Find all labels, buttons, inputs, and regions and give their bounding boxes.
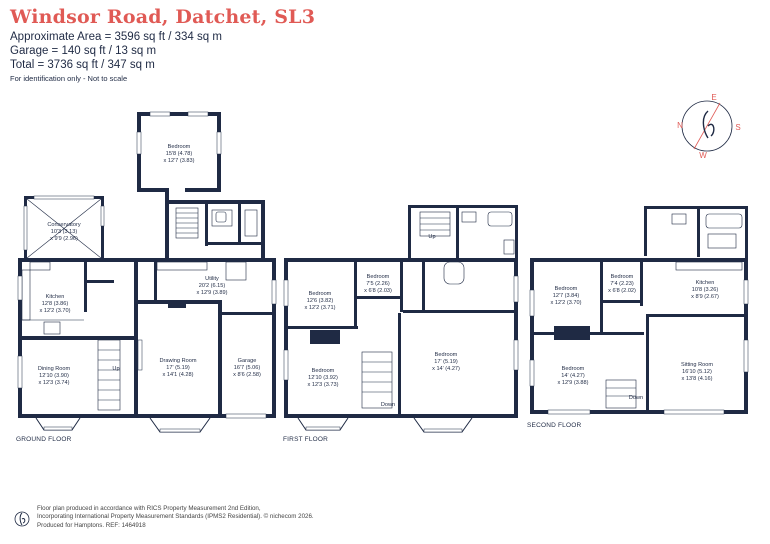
room-dim: 12'8 (3.86) <box>42 301 69 307</box>
footer-line: Produced for Hamptons. REF: 1464918 <box>37 521 146 529</box>
room-name: Drawing Room <box>160 358 197 364</box>
room-name: Bedroom <box>562 366 585 372</box>
stair-label: Up <box>112 366 119 372</box>
room-dim: 10'8 (3.26) <box>692 287 719 293</box>
ground-floor-plan <box>17 111 277 433</box>
room-dim: x 12'3 (3.73) <box>308 382 339 388</box>
room-name: Utility <box>205 276 219 282</box>
stair-label: Down <box>629 395 643 401</box>
room-dim: x 8'9 (2.67) <box>691 294 719 300</box>
ground-floor-room-labels: Bedroom 15'8 (4.78) x 12'7 (3.83) Conser… <box>38 144 261 386</box>
total-area: Total = 3736 sq ft / 347 sq m <box>10 59 155 71</box>
page-title: Windsor Road, Datchet, SL3 <box>10 6 316 28</box>
room-name: Sitting Room <box>681 362 713 368</box>
room-name: Conservatory <box>47 222 80 228</box>
room-dim: 16'10 (5.12) <box>682 369 712 375</box>
identification-note: For identification only - Not to scale <box>10 74 128 83</box>
first-floor-room-labels: Bedroom 12'6 (3.82) x 12'2 (3.71) Bedroo… <box>305 234 460 408</box>
first-floor-label: FIRST FLOOR <box>283 436 329 443</box>
room-dim: x 12'2 (3.70) <box>40 308 71 314</box>
room-name: Dining Room <box>38 366 71 372</box>
room-dim: x 14' (4.27) <box>432 366 460 372</box>
nichecom-logo-icon <box>14 511 30 527</box>
room-dim: x 12'2 (3.70) <box>551 300 582 306</box>
room-name: Bedroom <box>312 368 335 374</box>
room-dim: x 12'3 (3.74) <box>39 380 70 386</box>
compass-south: S <box>735 123 740 132</box>
garage-area: Garage = 140 sq ft / 13 sq m <box>10 45 157 57</box>
footer-disclaimer: Floor plan produced in accordance with R… <box>37 505 314 530</box>
room-name: Kitchen <box>696 280 715 286</box>
compass-west: W <box>699 151 707 160</box>
second-floor-label: SECOND FLOOR <box>527 422 582 429</box>
room-name: Bedroom <box>309 291 332 297</box>
room-dim: x 12'9 (3.88) <box>558 380 589 386</box>
room-name: Bedroom <box>367 274 390 280</box>
room-name: Bedroom <box>168 144 191 150</box>
room-dim: 17' (5.19) <box>166 365 190 371</box>
room-dim: x 14'1 (4.28) <box>163 372 194 378</box>
room-dim: 7'4 (2.23) <box>610 281 634 287</box>
room-dim: x 6'8 (2.03) <box>364 288 392 294</box>
room-dim: x 6'8 (2.02) <box>608 288 636 294</box>
room-dim: 10'3 (3.13) <box>51 229 78 235</box>
compass: N E S W <box>677 93 741 160</box>
room-dim: x 8'6 (2.58) <box>233 372 261 378</box>
footer-line: Floor plan produced in accordance with R… <box>37 505 261 512</box>
room-dim: x 9'9 (2.96) <box>50 236 78 242</box>
room-dim: x 13'8 (4.16) <box>682 376 713 382</box>
room-name: Bedroom <box>611 274 634 280</box>
room-dim: 12'6 (3.82) <box>307 298 334 304</box>
room-dim: 12'10 (3.92) <box>308 375 338 381</box>
second-floor-room-labels: Bedroom 12'7 (3.84) x 12'2 (3.70) Bedroo… <box>551 274 719 401</box>
second-floor-plan <box>529 206 749 415</box>
room-dim: 7'5 (2.26) <box>366 281 390 287</box>
stair-label: Up <box>428 234 435 240</box>
room-dim: 12'7 (3.84) <box>553 293 580 299</box>
room-dim: 20'2 (6.15) <box>199 283 226 289</box>
room-dim: 16'7 (5.06) <box>234 365 261 371</box>
room-name: Bedroom <box>555 286 578 292</box>
room-name: Bedroom <box>435 352 458 358</box>
room-name: Kitchen <box>46 294 65 300</box>
first-floor-plan <box>283 205 519 433</box>
stair-label: Down <box>381 402 395 408</box>
approximate-area: Approximate Area = 3596 sq ft / 334 sq m <box>10 31 222 43</box>
room-dim: 14' (4.27) <box>561 373 585 379</box>
room-dim: 15'8 (4.78) <box>166 151 193 157</box>
ground-floor-label: GROUND FLOOR <box>16 436 72 443</box>
room-dim: x 12'9 (3.89) <box>197 290 228 296</box>
room-dim: x 12'7 (3.83) <box>164 158 195 164</box>
room-name: Garage <box>238 358 257 364</box>
room-dim: x 12'2 (3.71) <box>305 305 336 311</box>
footer-line: Incorporating International Property Mea… <box>37 513 314 521</box>
compass-north: N <box>677 121 683 130</box>
room-dim: 12'10 (3.90) <box>39 373 69 379</box>
compass-east: E <box>711 93 716 102</box>
room-dim: 17' (5.19) <box>434 359 458 365</box>
